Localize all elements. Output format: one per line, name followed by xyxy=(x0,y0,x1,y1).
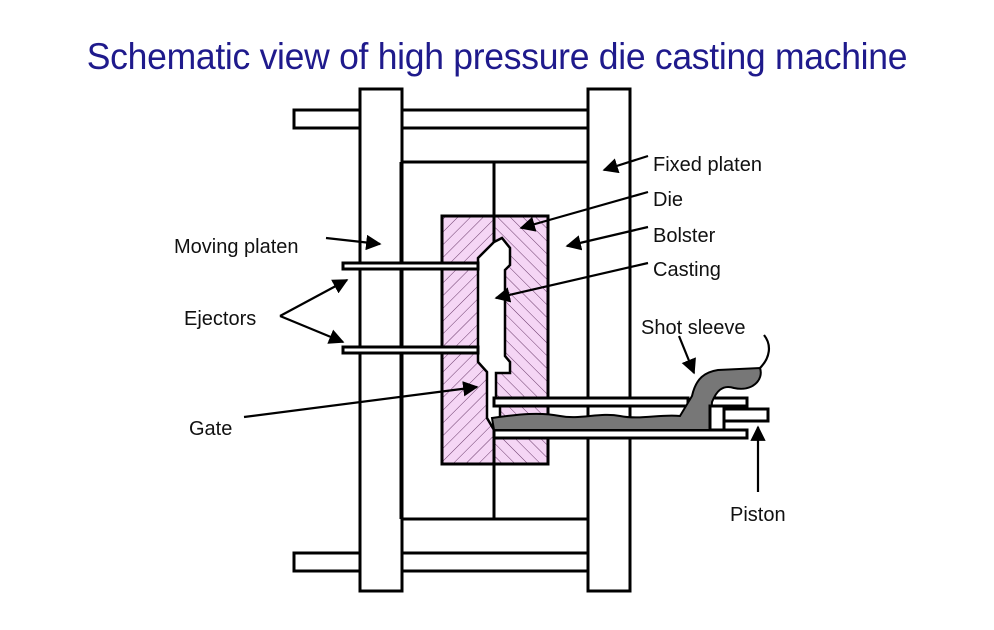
label-piston: Piston xyxy=(730,504,786,526)
upper-frame xyxy=(399,126,590,164)
ejector-pin-upper xyxy=(341,261,480,271)
leader-casting xyxy=(494,261,649,303)
leader-bolster xyxy=(565,225,649,251)
leader-die xyxy=(519,190,649,232)
leader-ejector-lower xyxy=(279,314,345,344)
casting-cavity xyxy=(476,236,512,432)
lower-frame xyxy=(399,517,590,555)
leader-shot-sleeve xyxy=(677,335,696,375)
label-die: Die xyxy=(653,189,683,211)
diagram-title: Schematic view of high pressure die cast… xyxy=(86,36,908,77)
piston xyxy=(722,407,770,423)
leader-ejector-upper xyxy=(279,279,349,317)
shot-sleeve xyxy=(490,334,770,440)
label-gate: Gate xyxy=(189,418,232,440)
tie-bar-top xyxy=(292,108,590,130)
leader-fixed-platen xyxy=(602,154,649,174)
label-ejectors: Ejectors xyxy=(184,308,256,330)
label-casting: Casting xyxy=(653,259,721,281)
label-fixed-platen: Fixed platen xyxy=(653,154,762,176)
tie-bar-bottom xyxy=(292,551,590,573)
molten-metal xyxy=(490,366,762,431)
moving-platen xyxy=(358,87,404,593)
label-shot-sleeve: Shot sleeve xyxy=(641,317,746,339)
ejector-pin-lower xyxy=(341,345,480,355)
leader-gate xyxy=(243,381,479,419)
label-bolster: Bolster xyxy=(653,225,716,247)
label-moving-platen: Moving platen xyxy=(174,236,299,258)
leader-moving-platen xyxy=(325,234,382,251)
